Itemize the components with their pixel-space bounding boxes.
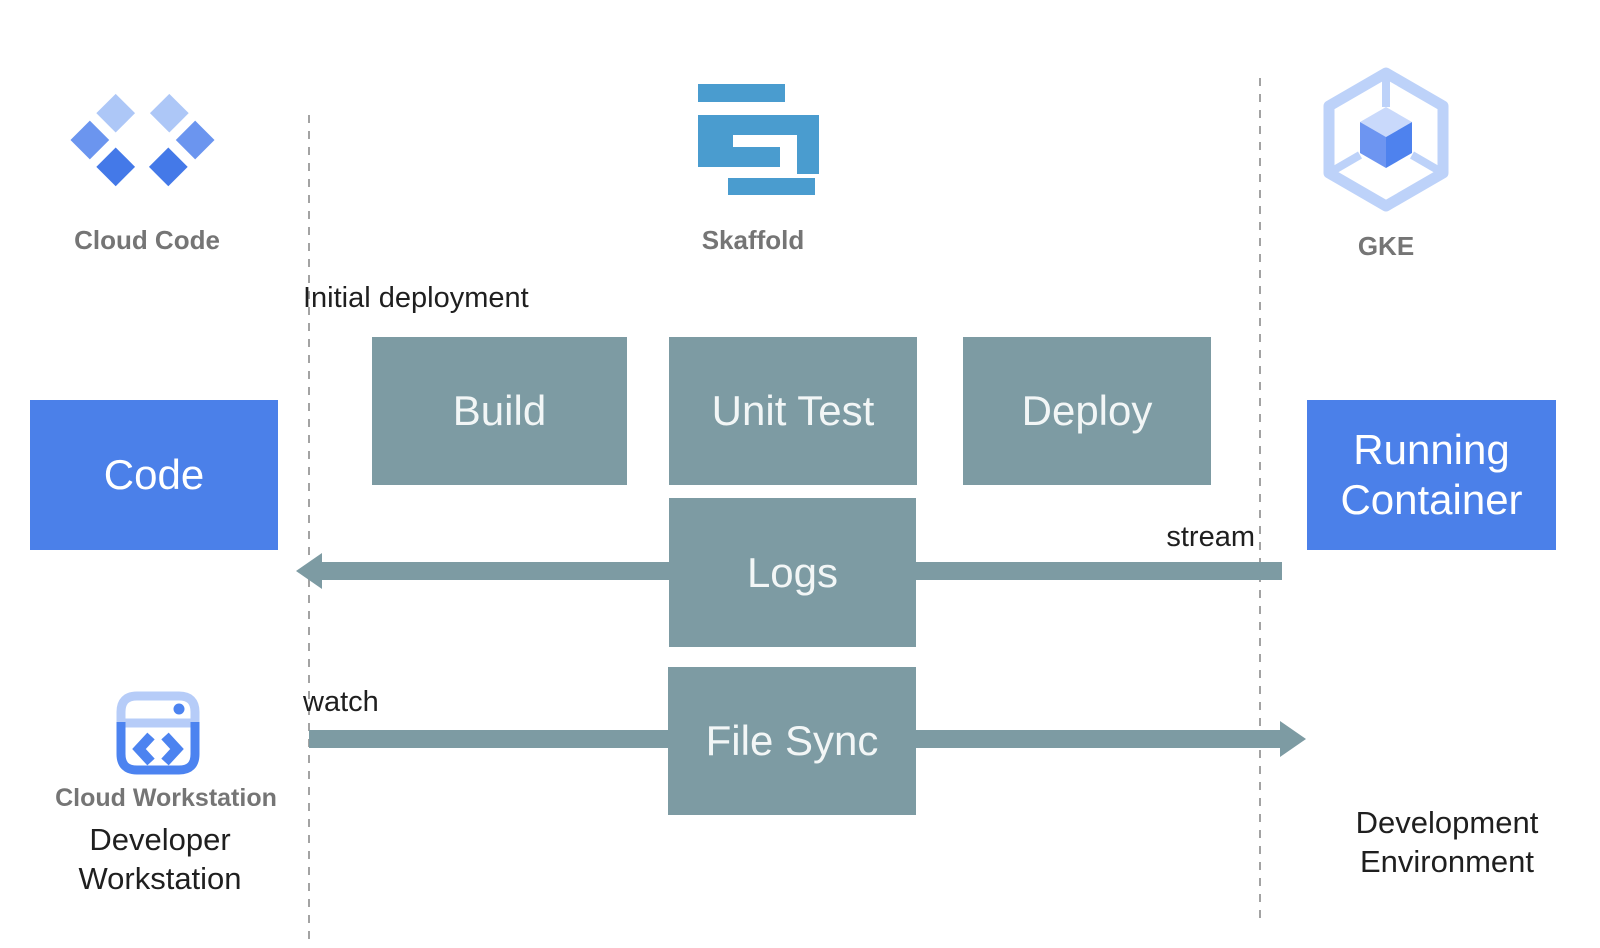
deploy-box: Deploy — [963, 337, 1211, 485]
cloud-workstation-logo — [113, 688, 203, 778]
gke-logo — [1322, 67, 1450, 212]
skaffold-logo — [698, 83, 819, 195]
logs-box-label: Logs — [746, 548, 839, 596]
deploy-box-label: Deploy — [1021, 387, 1153, 434]
stream-arrowhead — [296, 553, 322, 589]
cloud-code-diamonds-icon — [70, 93, 215, 187]
lane-divider-left — [308, 115, 310, 940]
build-box-label: Build — [452, 387, 547, 434]
gke-label: GKE — [1357, 231, 1415, 261]
file-sync-arrowhead — [1280, 721, 1306, 757]
file-sync-box: File Sync — [668, 667, 916, 815]
logs-box: Logs — [669, 498, 916, 647]
watch-label: watch — [303, 686, 379, 718]
build-box: Build — [372, 337, 627, 485]
skaffold-s-icon — [698, 84, 819, 195]
cloud-workstation-window-icon — [116, 691, 200, 775]
lane-divider-right — [1259, 78, 1261, 925]
file-sync-box-label: File Sync — [705, 717, 879, 764]
developer-workstation-caption: Developer Workstation — [78, 822, 242, 896]
development-environment-caption: Development Environment — [1355, 805, 1539, 879]
running-container-box-label: Running Container — [1340, 426, 1523, 523]
cloud-code-logo — [68, 92, 217, 189]
stream-label: stream — [1166, 521, 1255, 553]
running-container-box: Running Container — [1307, 400, 1556, 550]
gke-hexagon-cube-icon — [1323, 67, 1449, 212]
cloud-workstation-label: Cloud Workstation — [55, 784, 277, 812]
code-box: Code — [30, 400, 278, 550]
cloud-code-label: Cloud Code — [74, 225, 220, 255]
code-box-label: Code — [103, 451, 205, 498]
unit-test-box-label: Unit Test — [711, 387, 875, 434]
unit-test-box: Unit Test — [669, 337, 917, 485]
initial-deployment-label: Initial deployment — [303, 282, 529, 314]
skaffold-label: Skaffold — [701, 225, 805, 255]
